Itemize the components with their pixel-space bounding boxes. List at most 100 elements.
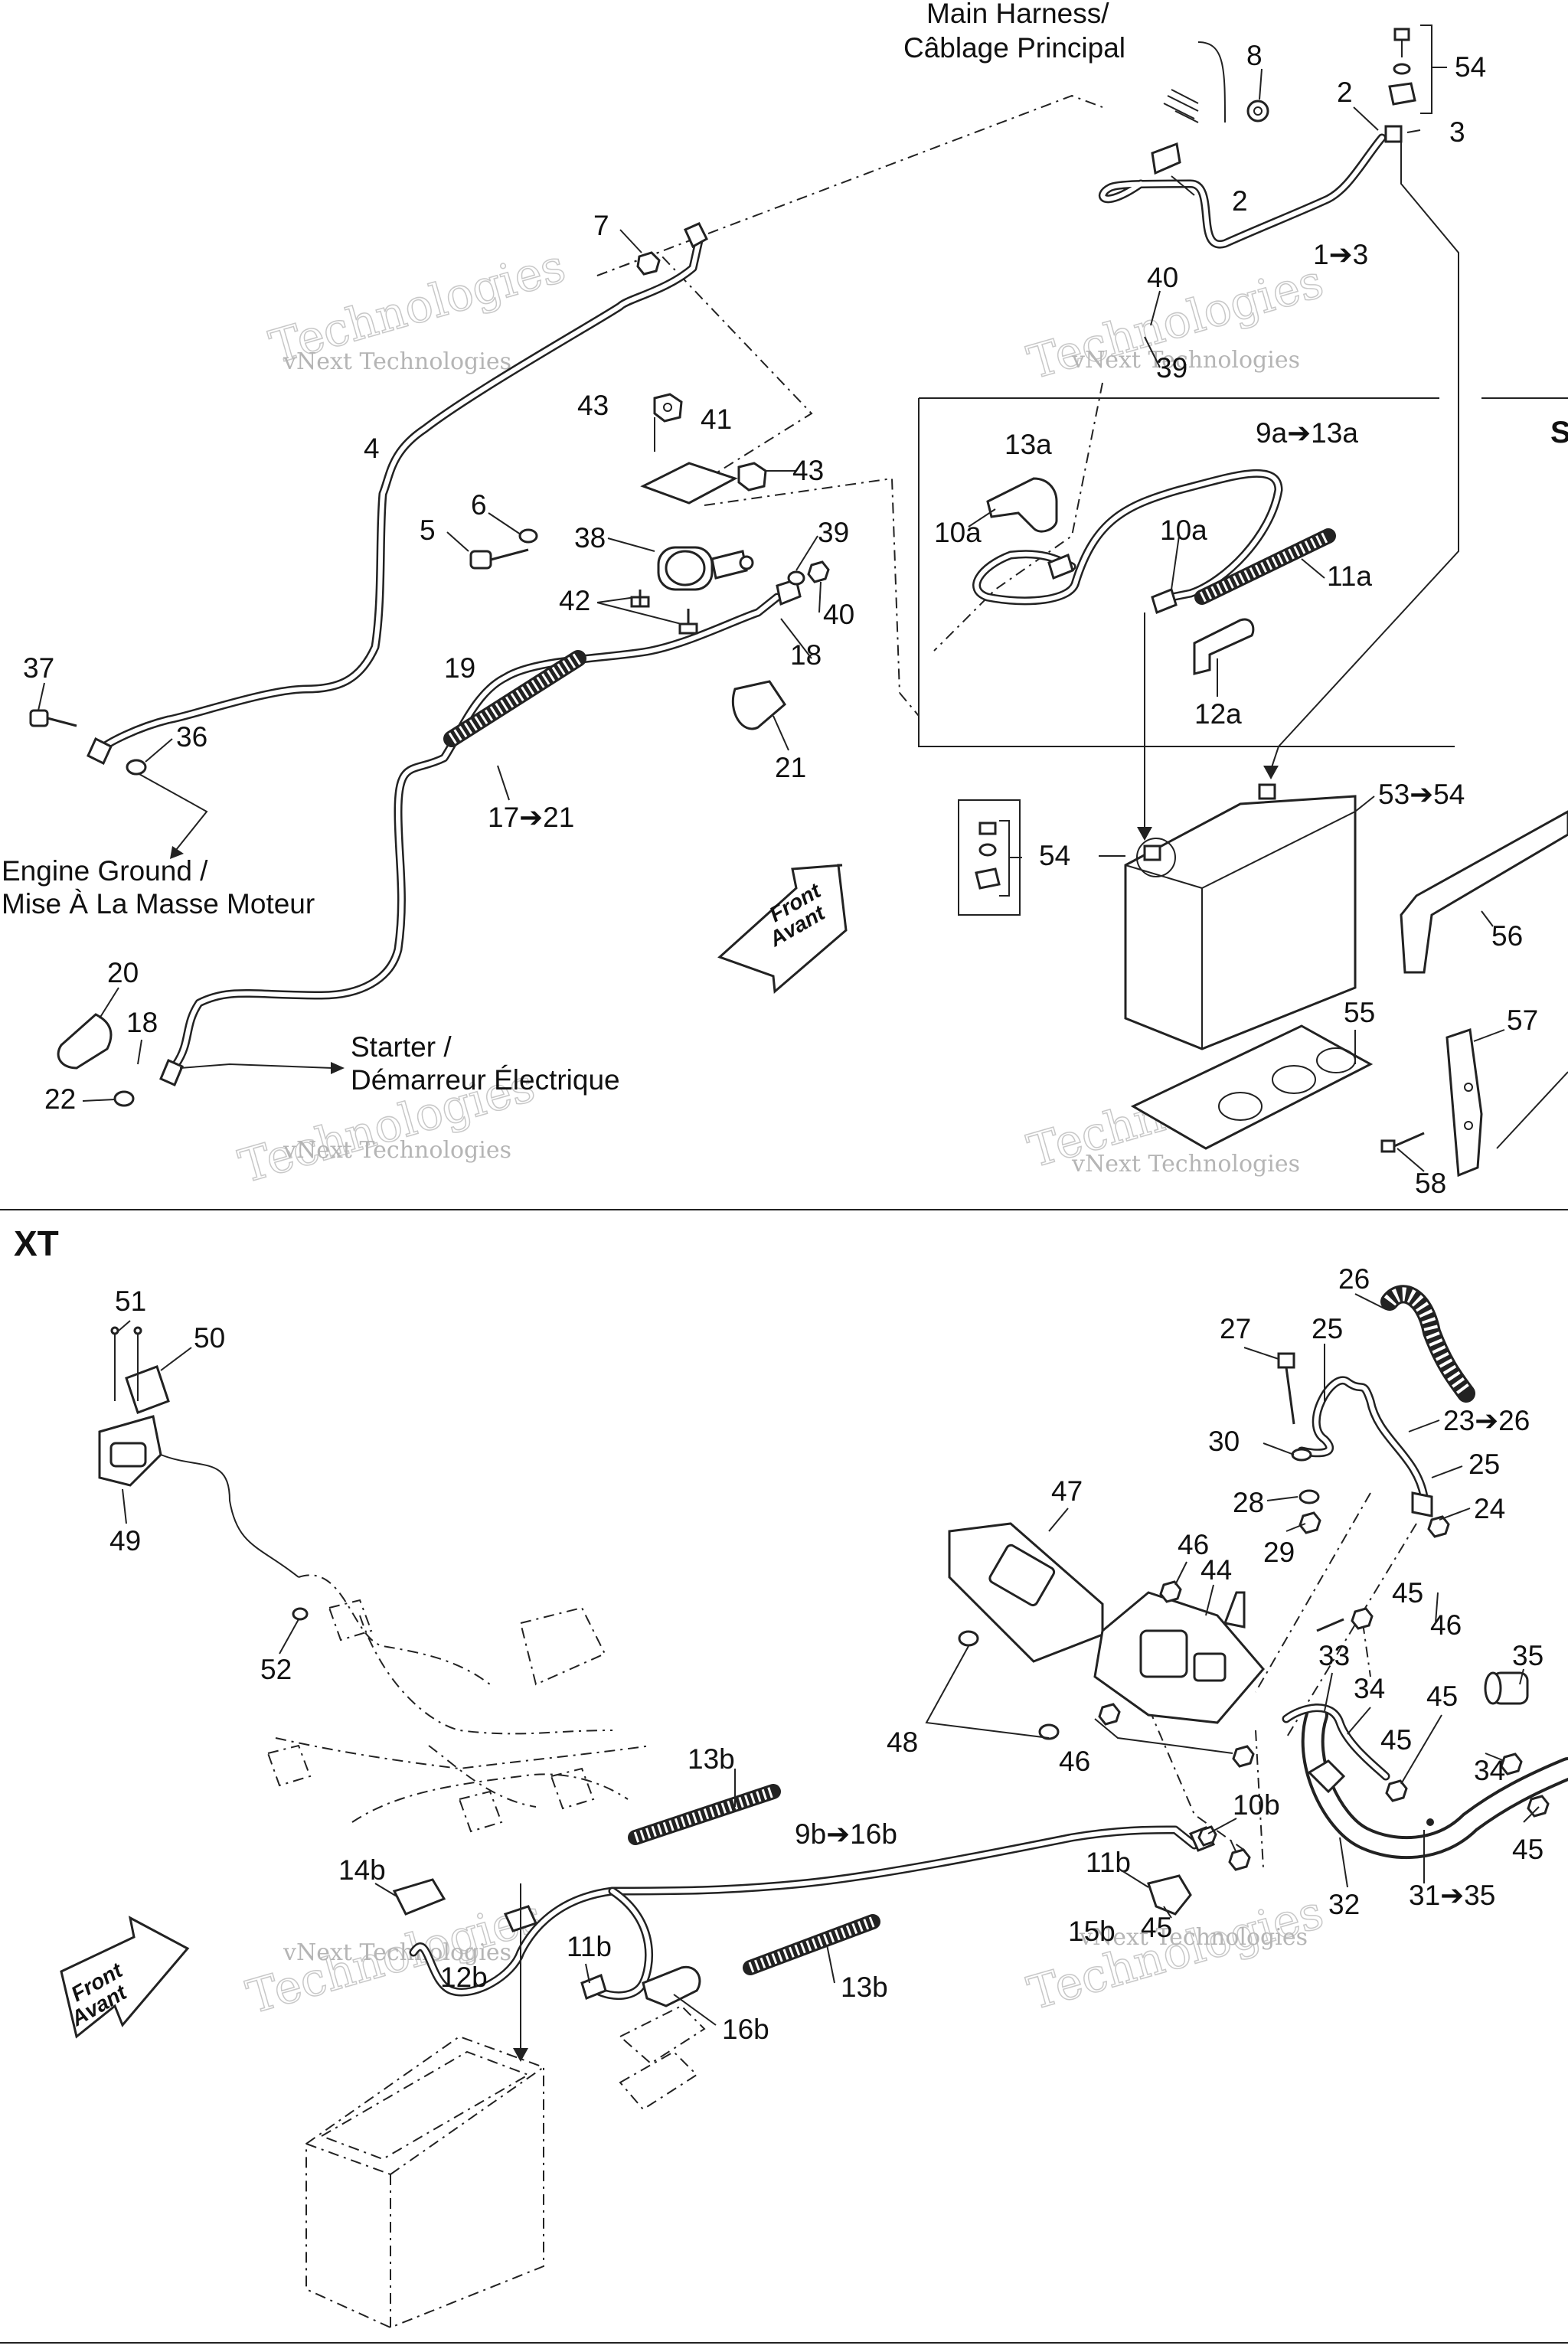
callout: 50 xyxy=(194,1322,225,1354)
callout: 13b xyxy=(841,1971,888,2003)
washer-28 xyxy=(1298,1489,1320,1504)
cable-31 xyxy=(1301,1704,1568,1860)
callout: 9b➔16b xyxy=(795,1818,897,1850)
callout: 21 xyxy=(775,752,806,783)
callout: 14b xyxy=(338,1854,386,1886)
main-harness-connector xyxy=(1163,89,1269,123)
arrowhead xyxy=(513,2048,528,2062)
cable-4 xyxy=(87,222,708,766)
cable-9b xyxy=(409,1825,1216,2001)
sleeve-11a xyxy=(1194,528,1336,605)
callout: 52 xyxy=(260,1654,292,1685)
leader-lines xyxy=(38,68,1505,1172)
battery-top xyxy=(1124,783,1357,1050)
routing-line xyxy=(1270,134,1459,770)
starter-dashed xyxy=(619,2004,706,2111)
watermark-vnext-text: vNext Technologies xyxy=(283,1939,511,1966)
screw-48 xyxy=(1038,1723,1060,1740)
nut-10b xyxy=(1197,1825,1217,1847)
callout: 6 xyxy=(471,489,487,521)
clip-50 xyxy=(125,1365,170,1414)
cable-1 xyxy=(1099,125,1403,249)
callout: 25 xyxy=(1312,1313,1343,1344)
callout: 40 xyxy=(823,599,854,630)
callout: 47 xyxy=(1051,1475,1083,1507)
callout: 32 xyxy=(1328,1889,1360,1920)
cover-21 xyxy=(731,680,786,730)
nut-45 xyxy=(1527,1795,1550,1818)
cable-lug xyxy=(1151,587,1178,615)
bolt-54-stack xyxy=(1388,28,1416,106)
cover-14b xyxy=(392,1878,446,1916)
callout: 45 xyxy=(1512,1834,1544,1865)
callout: 12b xyxy=(440,1962,488,1993)
callout: 18 xyxy=(790,639,822,671)
callout: 30 xyxy=(1208,1426,1240,1457)
front-arrow-bottom: Front Avant xyxy=(60,1916,190,2039)
cable-33 xyxy=(1282,1704,1390,1781)
boot-35 xyxy=(1484,1671,1529,1705)
callout: 12a xyxy=(1194,698,1242,730)
caption-demarreur: Démarreur Électrique xyxy=(351,1064,620,1096)
callout: 54 xyxy=(1039,840,1070,871)
callout: 43 xyxy=(577,390,609,421)
bolt-58 xyxy=(1380,1132,1425,1153)
callout: 8 xyxy=(1246,40,1263,71)
callout: 45 xyxy=(1392,1577,1423,1609)
nut-45 xyxy=(1500,1753,1523,1775)
screw-51 xyxy=(133,1326,142,1335)
cover-15b xyxy=(1147,1874,1192,1916)
strap-edge xyxy=(1496,1071,1568,1149)
solenoid-44 xyxy=(1093,1591,1265,1724)
callout: 45 xyxy=(1141,1912,1172,1943)
callout: 58 xyxy=(1415,1168,1446,1199)
nut-46 xyxy=(1159,1580,1182,1603)
detail-box-54 xyxy=(958,799,1125,916)
cable-23 xyxy=(1297,1376,1433,1517)
sleeve-13b xyxy=(743,1914,880,1975)
callout: 33 xyxy=(1318,1640,1350,1671)
grommet-52 xyxy=(292,1607,309,1621)
nut-45 xyxy=(1427,1515,1450,1538)
cable-lug xyxy=(684,222,708,249)
callout: 36 xyxy=(176,721,207,753)
callout: 54 xyxy=(1455,51,1486,83)
callout: 46 xyxy=(1059,1746,1090,1777)
callout: 5 xyxy=(420,514,436,546)
bolt-46 xyxy=(1316,1607,1374,1632)
cable-lug xyxy=(1151,142,1181,175)
cover-13a xyxy=(986,477,1058,533)
nut-22 xyxy=(113,1090,135,1107)
leader-line xyxy=(925,1645,1050,1739)
bolt-27 xyxy=(1277,1352,1295,1425)
screw-51 xyxy=(110,1326,119,1335)
nut-45 xyxy=(1228,1848,1251,1871)
sleeve-19 xyxy=(443,650,586,747)
callout: 35 xyxy=(1512,1640,1544,1671)
cover-16b xyxy=(642,1965,701,2007)
nut-29 xyxy=(1298,1511,1321,1534)
callout: 41 xyxy=(701,403,732,435)
bolt-5 xyxy=(469,548,529,570)
nut-43 xyxy=(653,393,683,423)
callout: 13b xyxy=(688,1743,735,1775)
leader-line xyxy=(1197,41,1226,123)
callout: 11b xyxy=(567,1931,612,1962)
callout: 43 xyxy=(792,455,824,486)
callout: 45 xyxy=(1380,1724,1412,1756)
callout: 16b xyxy=(722,2014,769,2045)
callout: 37 xyxy=(23,652,54,684)
battery-terminal xyxy=(1143,844,1161,861)
callout: 10a xyxy=(1160,514,1207,546)
dashed-guide-lines xyxy=(1086,1492,1417,1869)
washer-36 xyxy=(126,759,147,776)
section-label-s-partial: S xyxy=(1550,416,1568,449)
callout-labels-top: Main Harness/ Câblage Principal 8 54 2 3… xyxy=(2,0,1568,1199)
solenoid-38 xyxy=(640,462,754,591)
callout: 9a➔13a xyxy=(1256,417,1358,449)
leader-line xyxy=(1094,1718,1233,1754)
watermark-vnext-text: vNext Technologies xyxy=(1079,1924,1308,1951)
arrowhead xyxy=(1263,766,1279,779)
callout: 42 xyxy=(559,585,590,616)
arrowhead xyxy=(331,1062,345,1074)
